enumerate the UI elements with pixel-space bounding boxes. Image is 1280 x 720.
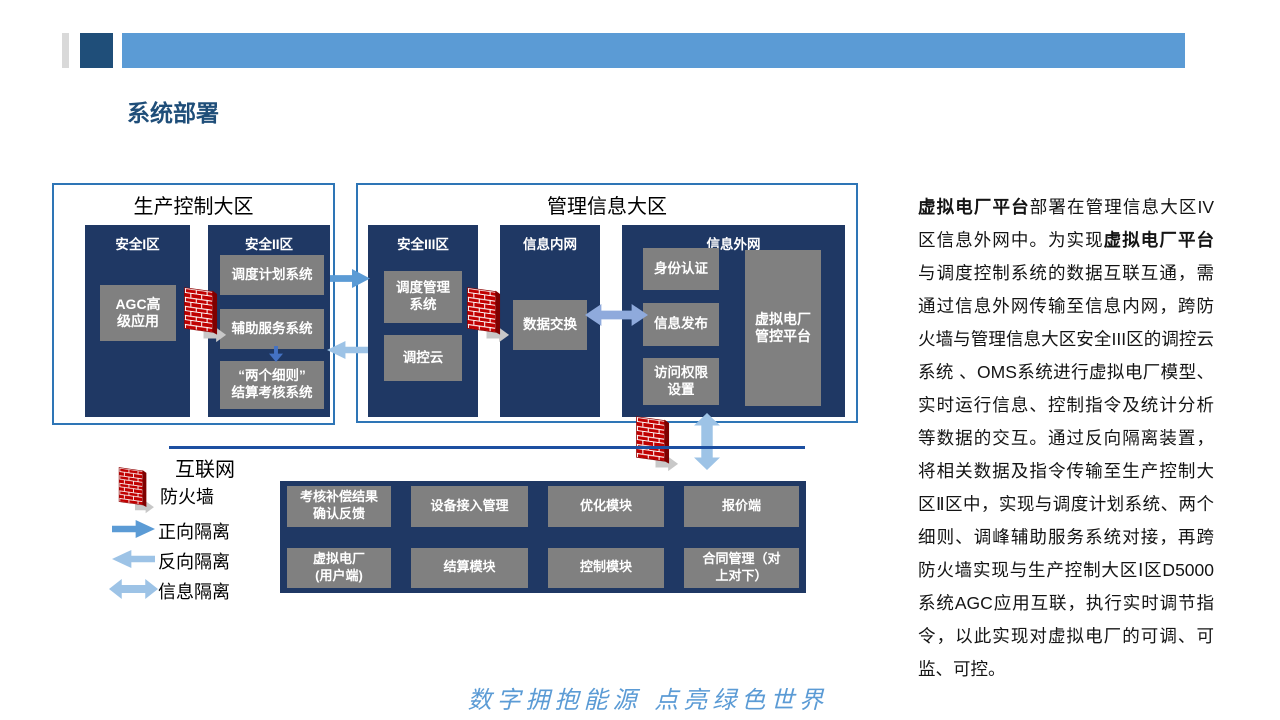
aux-service-cell: 辅助服务系统: [220, 309, 324, 349]
dispatch-plan-cell: 调度计划系统: [220, 255, 324, 295]
legend-reverse-label: 反向隔离: [158, 552, 230, 572]
info-extranet-title: 信息外网: [706, 237, 761, 252]
description-segment: 虚拟电厂平台: [1103, 230, 1215, 250]
legend-forward-label: 正向隔离: [158, 522, 230, 542]
production-zone-title: 生产控制大区: [133, 196, 254, 218]
production-zone-box: 生产控制大区 安全I区 AGC高 级应用 安全II区 调度计划系统 辅助服务系统…: [52, 183, 335, 425]
legend-firewall-label: 防火墙: [160, 487, 214, 507]
security-zone3-title: 安全III区: [397, 237, 449, 252]
dispatch-mgmt-cell: 调度管理 系统: [384, 271, 462, 323]
description-segment: 与调度控制系统的数据互联互通，需通过信息外网传输至信息内网，跨防火墙与管理信息大…: [918, 263, 1214, 679]
internet-label: 互联网: [175, 459, 235, 481]
description-segment: 部署在管理信息大区IV区信息外网中。为实现: [918, 197, 1214, 250]
settlement-assess-cell: “两个细则” 结算考核系统: [220, 361, 324, 409]
deco-blue-bar: [122, 33, 1185, 68]
info-publish-cell: 信息发布: [643, 303, 719, 346]
legend-info-label: 信息隔离: [158, 582, 230, 602]
footer-slogan: 数字拥抱能源 点亮绿色世界: [467, 686, 829, 714]
security-zone2: 安全II区 调度计划系统 辅助服务系统 “两个细则” 结算考核系统: [208, 225, 330, 417]
firewall-icon: [184, 286, 227, 343]
module-assess-feedback: 考核补偿结果 确认反馈: [287, 486, 391, 527]
agc-app-cell: AGC高 级应用: [100, 285, 176, 341]
legend-reverse-arrow-icon: [112, 550, 155, 568]
description-segment: 虚拟电厂平台: [918, 197, 1030, 217]
management-zone-box: 管理信息大区 安全III区 调度管理 系统 调控云 信息内网 数据交换 信息外网…: [356, 183, 858, 423]
module-optimization: 优化模块: [548, 486, 664, 527]
info-isolation-arrow-icon: [585, 304, 648, 326]
internet-modules-box: 考核补偿结果 确认反馈 设备接入管理 优化模块 报价端 虚拟电厂 (用户端) 结…: [280, 481, 806, 593]
security-zone1-title: 安全I区: [115, 237, 160, 252]
module-vpp-client: 虚拟电厂 (用户端): [287, 547, 391, 588]
security-zone3: 安全III区 调度管理 系统 调控云: [368, 225, 478, 417]
info-extranet-zone: 信息外网 身份认证 信息发布 访问权限 设置 虚拟电厂 管控平台: [622, 225, 845, 417]
deco-navy-square: [80, 33, 113, 68]
security-zone2-title: 安全II区: [244, 237, 293, 252]
legend-info-arrow-icon: [109, 579, 158, 599]
firewall-icon: [467, 286, 510, 343]
module-settlement: 结算模块: [411, 547, 528, 588]
module-quotation: 报价端: [684, 486, 799, 527]
legend-forward-arrow-icon: [112, 520, 155, 538]
firewall-legend-icon: [118, 467, 155, 514]
description-paragraph: 虚拟电厂平台部署在管理信息大区IV区信息外网中。为实现虚拟电厂平台与调度控制系统…: [918, 191, 1214, 686]
module-device-access: 设备接入管理: [411, 486, 528, 527]
identity-auth-cell: 身份认证: [643, 248, 719, 290]
security-zone1: 安全I区 AGC高 级应用: [85, 225, 190, 417]
info-intranet-title: 信息内网: [523, 237, 577, 252]
dispatch-cloud-cell: 调控云: [384, 335, 462, 381]
firewall-icon: [636, 416, 679, 472]
internet-boundary-line: [169, 446, 805, 449]
info-intranet-zone: 信息内网 数据交换: [500, 225, 600, 417]
management-zone-title: 管理信息大区: [547, 196, 667, 218]
page-title: 系统部署: [127, 100, 219, 126]
data-exchange-cell: 数据交换: [513, 300, 587, 350]
access-rights-cell: 访问权限 设置: [643, 358, 719, 405]
module-control: 控制模块: [548, 547, 664, 588]
deco-gray-strip: [62, 33, 69, 68]
module-contract: 合同管理（对 上对下）: [684, 547, 799, 588]
vpp-platform-cell: 虚拟电厂 管控平台: [745, 250, 821, 406]
